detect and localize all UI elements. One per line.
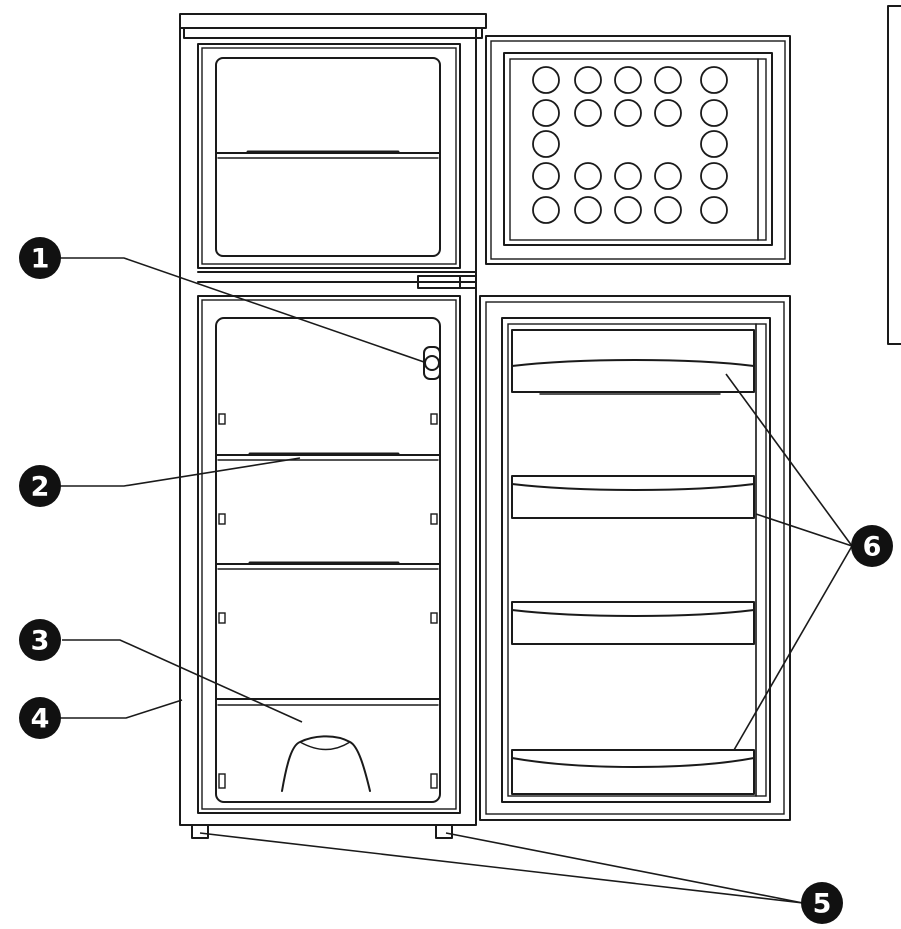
legend-box [887, 5, 901, 345]
callout-6: 6 [851, 525, 893, 567]
callout-1: 1 [19, 237, 61, 279]
adjustable-feet [191, 824, 453, 839]
door-balcony-4 [511, 749, 755, 795]
callout-2: 2 [19, 465, 61, 507]
fridge-door [479, 295, 791, 821]
callout-4: 4 [19, 697, 61, 739]
door-balcony-2 [511, 475, 755, 519]
callout-number: 4 [31, 704, 50, 735]
cabinet-body [179, 13, 487, 826]
glass-shelf-lower [215, 561, 441, 570]
egg-tray [532, 66, 728, 224]
thermostat-knob [423, 346, 441, 380]
callout-number: 5 [813, 889, 832, 920]
shelf-supports [218, 413, 438, 624]
callout-number: 1 [31, 244, 50, 275]
freezer-door [485, 35, 791, 265]
door-balcony-3 [511, 601, 755, 645]
callout-3: 3 [19, 619, 61, 661]
callout-number: 2 [31, 472, 50, 503]
glass-shelf-upper [215, 452, 441, 461]
callout-number: 3 [31, 626, 50, 657]
door-balcony-1 [511, 329, 755, 395]
crisper-drawer [215, 698, 441, 792]
callout-number: 6 [863, 532, 882, 563]
callout-lines [58, 257, 853, 904]
callout-5: 5 [801, 882, 843, 924]
